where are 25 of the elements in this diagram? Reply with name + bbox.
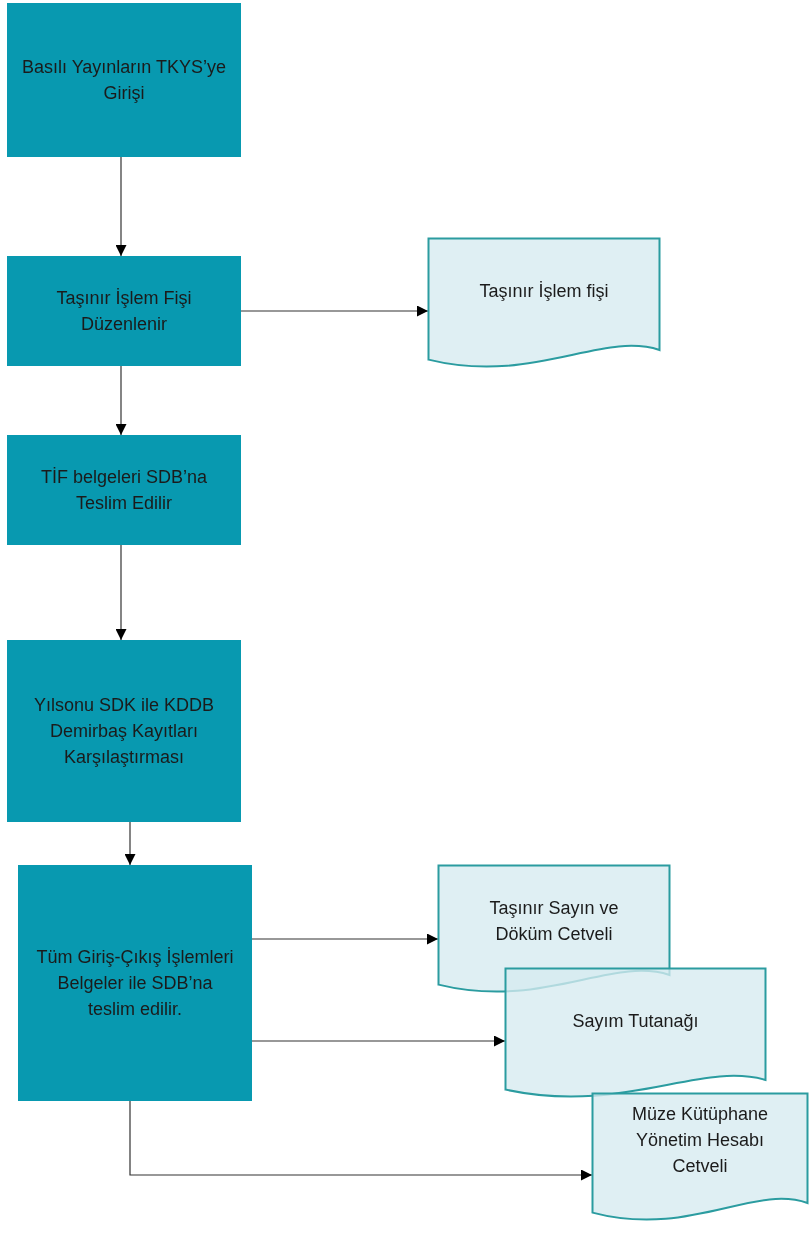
process-box [7,3,241,157]
document-shape [592,1093,808,1219]
arrow [251,1035,506,1047]
arrow [115,156,127,257]
process-box [18,865,252,1101]
arrow [124,821,136,866]
node-text: Müze Kütüphane Yönetim Hesabı Cetveli [630,1103,770,1178]
node-text: Taşınır Sayın ve Döküm Cetveli [488,897,620,946]
arrow [240,305,429,317]
node-text: Tüm Giriş-Çıkış İşlemleri Belgeler ile SDB’na teslim edilir. [35,946,235,1021]
arrow [115,365,127,436]
node-text: Yılsonu SDK ile KDDB Demirbaş Kayıtları Karşılaştırması [32,694,216,769]
document-shape [505,968,766,1096]
arrow [251,933,439,945]
node-text: Basılı Yayınların TKYS’ye Girişi [20,56,228,105]
process-box [7,256,241,366]
node-text: TİF belgeleri SDB’na Teslim Edilir [39,466,209,515]
arrow [115,544,127,641]
process-box [7,435,241,545]
document-shape [428,238,660,366]
node-text: Taşınır İşlem Fişi Düzenlenir [55,287,193,336]
arrow [129,1100,593,1181]
process-box [7,640,241,822]
node-text: Taşınır İşlem fişi [478,280,610,303]
node-text: Sayım Tutanağı [571,1010,700,1033]
